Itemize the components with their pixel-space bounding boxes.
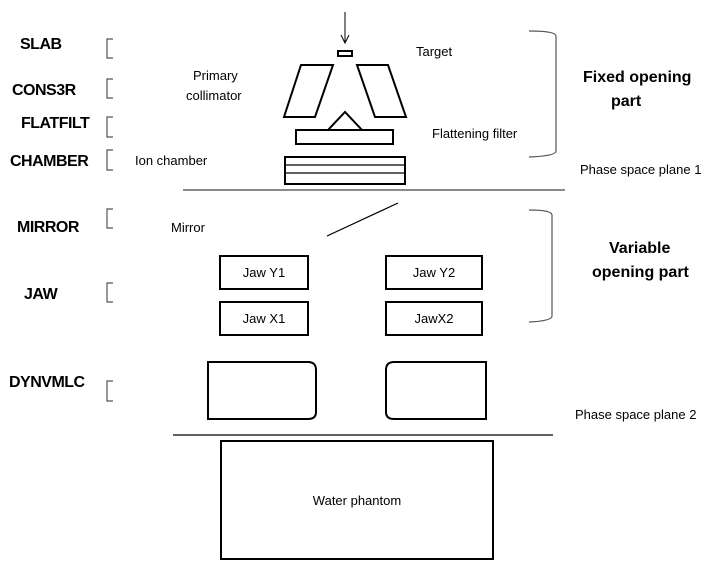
mlc-leaf-right [385,361,487,420]
variable-part-label-line2: opening part [592,264,690,281]
bracket-dynvmlc [106,380,113,402]
flattening-filter-label: Flattening filter [432,126,518,141]
variable-part-brace [528,209,553,323]
module-label-slab: SLAB [20,36,62,53]
module-label-flatfilt: FLATFILT [21,115,90,132]
module-label-cons3r: CONS3R [12,82,77,99]
jaw-y2-label: Jaw Y2 [413,265,455,280]
mlc-leaf-left [207,361,317,420]
mirror-label: Mirror [171,220,206,235]
flattening-filter-base [295,129,394,145]
flattening-filter-cone [325,110,365,131]
bracket-slab [106,38,113,59]
jaw-y1: Jaw Y1 [219,255,309,290]
module-label-jaw: JAW [24,286,59,303]
jaw-x2: JawX2 [385,301,483,336]
jaw-y2: Jaw Y2 [385,255,483,290]
water-phantom: Water phantom [220,440,494,560]
bracket-mirror [106,208,113,229]
phase-space-plane-1-label: Phase space plane 1 [580,162,701,177]
beam-arrow-icon [340,12,350,45]
variable-part-label-line1: Variable [609,240,670,257]
jaw-x1: Jaw X1 [219,301,309,336]
primary-collimator-label-line1: Primary [193,68,238,83]
jaw-x1-label: Jaw X1 [243,311,286,326]
mirror-shape [326,202,399,237]
jaw-y1-label: Jaw Y1 [243,265,285,280]
target-shape [337,50,353,57]
ion-chamber-label: Ion chamber [135,153,208,168]
fixed-part-brace [528,30,557,158]
module-brackets [106,38,113,402]
water-phantom-label: Water phantom [313,493,401,508]
fixed-part-label-line1: Fixed opening [583,69,691,86]
ion-chamber-shape [284,156,406,185]
primary-collimator-left [282,64,335,118]
jaw-x2-label: JawX2 [414,311,453,326]
primary-collimator-right [355,64,408,118]
module-label-mirror: MIRROR [17,219,80,236]
module-label-dynvmlc: DYNVMLC [9,374,86,391]
bracket-chamber [106,149,113,171]
module-label-chamber: CHAMBER [10,153,89,170]
bracket-jaw [106,282,113,303]
fixed-part-label-line2: part [611,93,642,110]
target-label: Target [416,44,453,59]
bracket-cons3r [106,78,113,99]
bracket-flatfilt [106,116,113,138]
phase-space-plane-2-label: Phase space plane 2 [575,407,696,422]
primary-collimator-label-line2: collimator [186,88,242,103]
